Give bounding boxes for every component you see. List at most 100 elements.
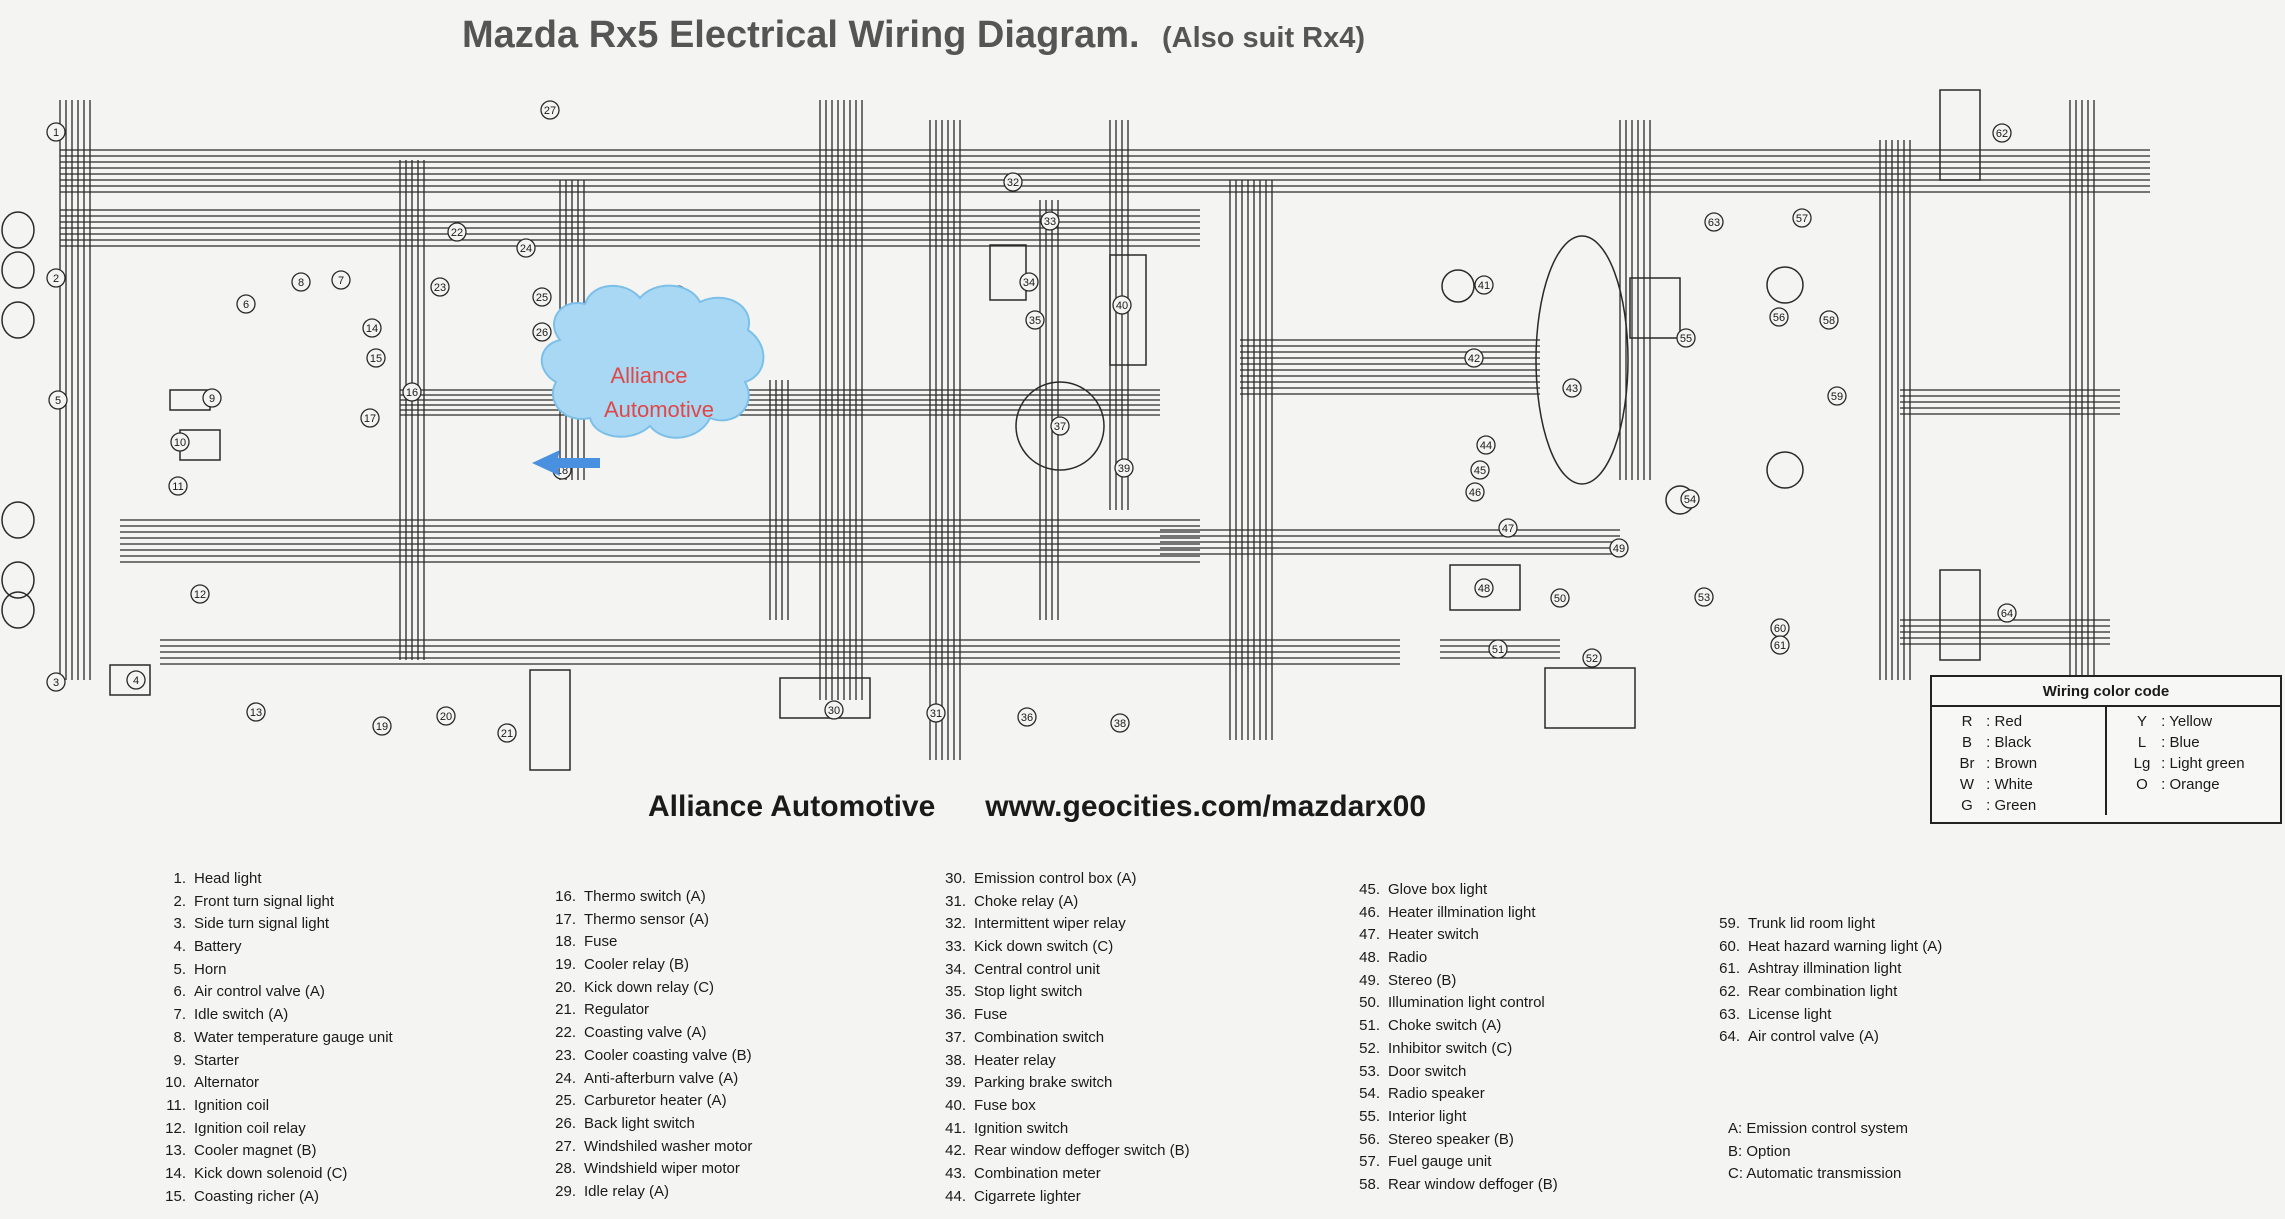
legend-item: 7.Idle switch (A): [150, 1004, 393, 1027]
callout-circle: [497, 723, 517, 743]
legend-label: Illumination light control: [1388, 994, 1545, 1012]
legend-item: 36.Fuse: [930, 1004, 1190, 1027]
legend-label: Regulator: [584, 1001, 650, 1019]
legend-number: 64.: [1719, 1028, 1740, 1046]
callout-number: 33: [1044, 216, 1056, 228]
legend-number: 37.: [945, 1028, 966, 1046]
callout-number: 36: [1021, 712, 1033, 724]
callout-59: 59: [1827, 386, 1847, 406]
legend-item: 16.Thermo switch (A): [540, 886, 752, 909]
legend-item: 19.Cooler relay (B): [540, 954, 752, 977]
legend-label: Radio: [1388, 949, 1428, 967]
callout-50: 50: [1550, 588, 1570, 608]
inhibitor-switch-symbol: [1544, 667, 1636, 729]
legend-label: Air control valve (A): [194, 983, 325, 1001]
callout-63: 63: [1704, 212, 1724, 232]
callout-circle: [46, 122, 66, 142]
callout-number: 25: [536, 292, 548, 304]
callout-number: 38: [1114, 718, 1126, 730]
legend-item: 62.Rear combination light: [1704, 981, 1942, 1004]
legend-label: Stereo (B): [1388, 971, 1457, 989]
callout-number: 2: [53, 273, 59, 285]
legend-item: 28.Windshield wiper motor: [540, 1158, 752, 1181]
color-code-title: Wiring color code: [1932, 677, 2280, 707]
callout-number: 13: [250, 707, 262, 719]
callout-circle: [202, 388, 222, 408]
legend-label: Cigarrete lighter: [974, 1187, 1081, 1205]
legend-column-2: 16.Thermo switch (A)17.Thermo sensor (A)…: [540, 886, 752, 1204]
legend-number: 43.: [945, 1164, 966, 1182]
callout-22: 22: [447, 222, 467, 242]
legend-item: 38.Heater relay: [930, 1050, 1190, 1073]
callout-19: 19: [372, 716, 392, 736]
stereo-speaker-symbol: [1766, 266, 1804, 304]
callout-circle: [1582, 648, 1602, 668]
legend-number: 18.: [555, 933, 576, 951]
callout-circle: [1992, 123, 2012, 143]
callout-circle: [372, 716, 392, 736]
callout-11: 11: [168, 476, 188, 496]
callout-21: 21: [497, 723, 517, 743]
legend-item: 60.Heat hazard warning light (A): [1704, 936, 1942, 959]
legend-item: 11.Ignition coil: [150, 1095, 393, 1118]
callout-35: 35: [1025, 310, 1045, 330]
callout-55: 55: [1676, 328, 1696, 348]
legend-label: Water temperature gauge unit: [194, 1028, 393, 1046]
callout-number: 47: [1502, 523, 1514, 535]
legend-number: 5.: [173, 960, 186, 978]
legend-number: 19.: [555, 956, 576, 974]
stereo-speaker-symbol: [1766, 451, 1804, 489]
color-code-right-row: O : Orange: [2127, 774, 2280, 795]
callout-53: 53: [1694, 587, 1714, 607]
color-code-right-row: L : Blue: [2127, 732, 2280, 753]
callout-6: 6: [236, 294, 256, 314]
legend-label: Fuel gauge unit: [1388, 1153, 1492, 1171]
legend-item: 9.Starter: [150, 1050, 393, 1073]
callout-number: 50: [1554, 593, 1566, 605]
legend-number: 11.: [166, 1096, 186, 1114]
callout-circle: [1112, 295, 1132, 315]
legend-item: 3.Side turn signal light: [150, 913, 393, 936]
legend-number: 1.: [173, 870, 186, 887]
callout-number: 24: [520, 243, 532, 255]
callout-61: 61: [1770, 635, 1790, 655]
callout-34: 34: [1019, 272, 1039, 292]
legend-label: Anti-afterburn valve (A): [584, 1069, 739, 1087]
color-code-name: Black: [1994, 734, 2032, 751]
legend-number: 16.: [555, 888, 576, 905]
callout-circle: [1680, 489, 1700, 509]
legend-item: 41.Ignition switch: [930, 1118, 1190, 1141]
legend-label: License light: [1748, 1005, 1832, 1023]
legend-number: 28.: [555, 1160, 576, 1178]
legend-label: Intermittent wiper relay: [974, 915, 1126, 933]
legend-number: 44.: [945, 1187, 966, 1205]
color-code-right-row: Y : Yellow: [2127, 711, 2280, 732]
callout-circle: [532, 322, 552, 342]
lamp-symbol: [1, 591, 35, 629]
legend-label: Horn: [194, 960, 227, 978]
legend-number: 31.: [945, 892, 966, 910]
legend-label: Coasting valve (A): [584, 1024, 707, 1042]
lamp-symbol: [1, 501, 35, 539]
callout-circle: [1498, 518, 1518, 538]
callout-number: 61: [1774, 640, 1786, 652]
legend-label: Front turn signal light: [194, 892, 335, 910]
callout-number: 51: [1492, 644, 1504, 656]
legend-label: Windshiled washer motor: [584, 1137, 753, 1155]
legend-number: 10.: [165, 1074, 186, 1092]
callout-36: 36: [1017, 707, 1037, 727]
callout-number: 64: [2001, 608, 2013, 620]
legend-label: Rear window deffoger switch (B): [974, 1142, 1190, 1160]
callout-circle: [540, 100, 560, 120]
callout-32: 32: [1003, 172, 1023, 192]
callout-number: 11: [172, 481, 183, 493]
callout-circle: [1465, 482, 1485, 502]
callout-56: 56: [1769, 307, 1789, 327]
callout-number: 55: [1680, 333, 1692, 345]
callout-number: 12: [194, 589, 206, 601]
legend-item: 24.Anti-afterburn valve (A): [540, 1068, 752, 1091]
legend-label: Combination switch: [974, 1028, 1105, 1046]
callout-26: 26: [532, 322, 552, 342]
callout-2: 2: [46, 268, 66, 288]
legend-label: Head light: [194, 870, 262, 887]
